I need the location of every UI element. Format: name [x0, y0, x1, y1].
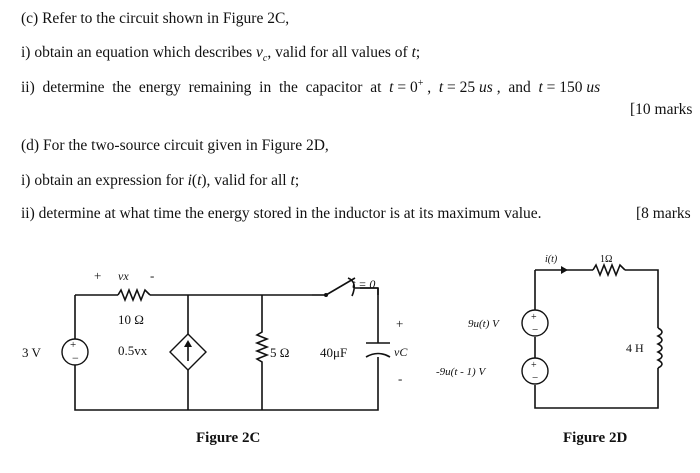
part-c-title: (c) Refer to the circuit shown in Figure… — [21, 10, 290, 27]
current-arrow-icon — [561, 266, 568, 274]
resistor-5-icon — [254, 295, 270, 410]
svg-text:+: + — [531, 312, 537, 323]
source-2-label: -9u(t - 1) V — [436, 366, 486, 378]
part-d-ii: ii) determine at what time the energy st… — [21, 205, 542, 222]
figure-2d-caption: Figure 2D — [563, 430, 628, 446]
vx-plus: + — [94, 268, 101, 283]
part-c-marks: [10 marks — [630, 101, 693, 118]
part-c-i: i) obtain an equation which describes vc… — [21, 44, 421, 65]
figure-2d-circuit: i(t) 1Ω 4 H + − 9u(t) V + − -9u(t - 1) V — [436, 254, 663, 409]
part-d-title: (d) For the two-source circuit given in … — [21, 137, 329, 154]
voltage-source-2-icon — [521, 357, 549, 385]
vx-minus: - — [150, 268, 154, 283]
vc-label: vC — [394, 345, 408, 359]
inductor-icon — [656, 327, 663, 369]
part-d-i: i) obtain an expression for i(t), valid … — [21, 172, 300, 189]
inductor-label: 4 H — [626, 341, 644, 355]
voltage-source-1-icon — [521, 309, 549, 337]
resistor-1-icon — [592, 262, 626, 278]
svg-text:−: − — [532, 372, 538, 384]
svg-text:−: − — [532, 324, 538, 336]
vc-plus: + — [396, 316, 403, 331]
resistor-10-label: 10 Ω — [118, 312, 144, 327]
svg-text:+: + — [531, 360, 537, 371]
capacitor-icon — [365, 342, 391, 358]
resistor-10-icon — [117, 287, 151, 303]
resistor-1-label: 1Ω — [600, 254, 612, 265]
current-label: i(t) — [545, 254, 558, 265]
source-3v-label: 3 V — [22, 345, 42, 360]
voltage-source-icon — [61, 338, 89, 366]
svg-text:+: + — [70, 339, 76, 351]
switch-label: t = 0 — [352, 277, 375, 291]
capacitor-label: 40μF — [320, 345, 347, 360]
resistor-5-label: 5 Ω — [270, 345, 289, 360]
svg-text:−: − — [72, 351, 79, 365]
figure-2c-circuit: t = 0 + vx - 10 Ω + − 3 V 0.5vx 5 Ω 40μF… — [22, 268, 408, 411]
source-1-label: 9u(t) V — [468, 318, 500, 330]
vc-minus: - — [398, 371, 402, 386]
dep-source-label: 0.5vx — [118, 343, 148, 358]
vx-label: vx — [118, 269, 129, 283]
part-d-marks: [8 marks — [636, 205, 691, 222]
part-c-ii: ii) determine the energy remaining in th… — [21, 78, 601, 97]
switch-icon — [324, 277, 378, 297]
figure-2c-caption: Figure 2C — [196, 430, 261, 446]
